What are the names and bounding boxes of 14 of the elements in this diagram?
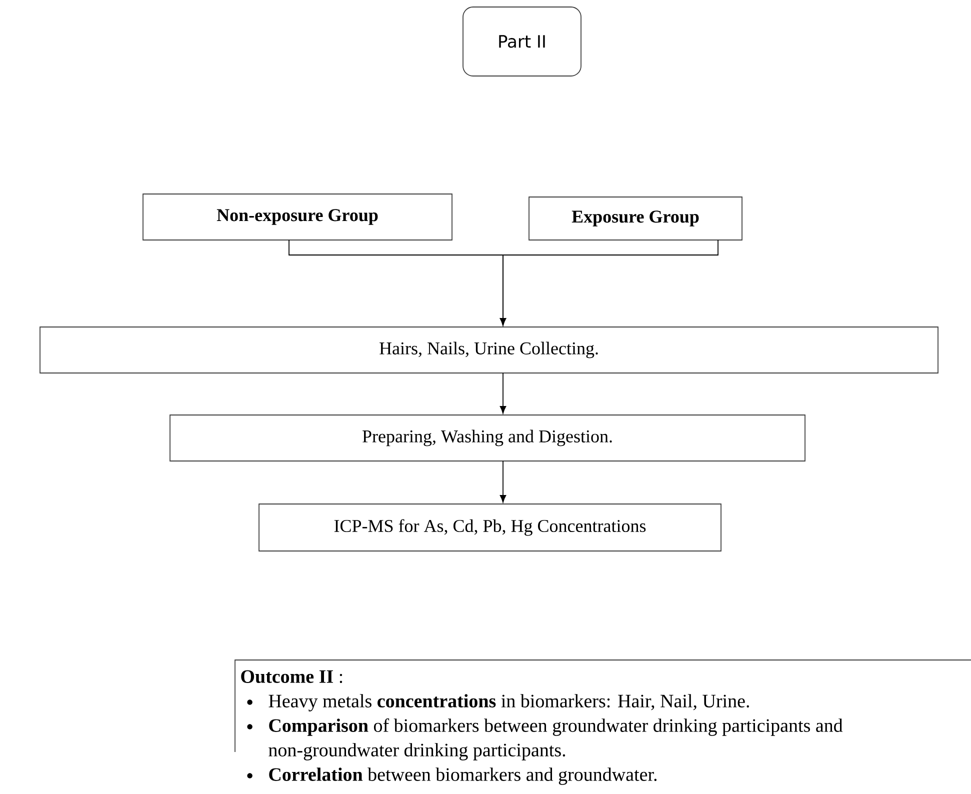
arrow bbox=[500, 240, 718, 326]
process-box: ICP-MS for As, Cd, Pb, Hg Concentrations bbox=[258, 504, 722, 552]
bullet-item: Heavy metals concentrations in biomarkers: Hair, Nail, Urine. bbox=[268, 694, 749, 712]
heading: Outcome II : bbox=[241, 670, 342, 684]
arrow bbox=[500, 372, 506, 414]
group-box: Exposure Group bbox=[528, 196, 742, 240]
bullet-item: Correlation between biomarkers and groundwater. bbox=[269, 768, 657, 785]
outcome-box bbox=[234, 660, 971, 785]
bullet-item: Comparison of biomarkers between groundwater drinking participants and non-groundwater drinking participants. bbox=[268, 718, 843, 760]
group-box: Non-exposure Group bbox=[142, 194, 452, 240]
process-box: Preparing, Washing and Digestion. bbox=[170, 414, 806, 462]
arrow bbox=[500, 460, 506, 503]
process-box: Hairs, Nails, Urine Collecting. bbox=[40, 326, 938, 374]
title-box: Part II bbox=[462, 6, 582, 76]
